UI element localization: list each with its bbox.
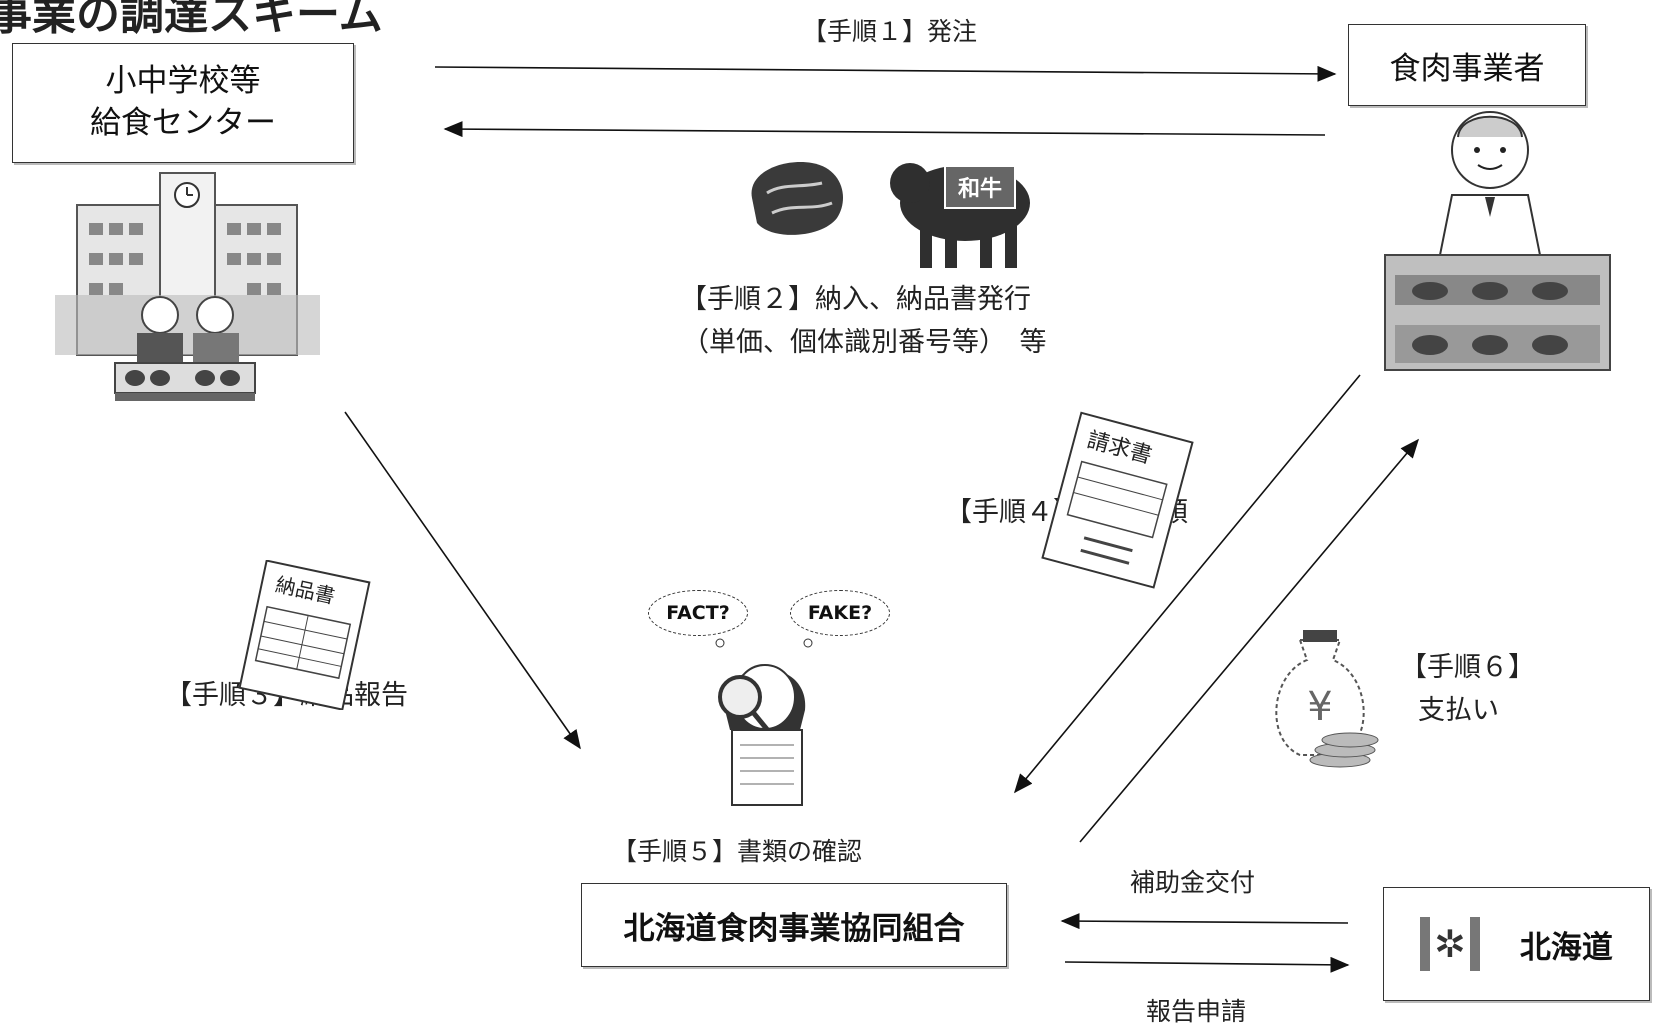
arrow-payment — [1079, 438, 1420, 843]
step2-line2: （単価、個体識別番号等） 等 — [682, 327, 1047, 358]
step1-label: 【手順１】発注 — [802, 17, 978, 46]
school-kitchen-box: 小中学校等 給食センター — [12, 43, 354, 163]
arrow-subsidy — [1060, 913, 1349, 930]
school-line2: 給食センター — [90, 105, 276, 141]
svg-text:¥: ¥ — [1307, 684, 1332, 730]
arrow-report-application — [1064, 956, 1350, 973]
meat-business-label: 食肉事業者 — [1389, 50, 1545, 87]
union-box: 北海道食肉事業協同組合 — [581, 883, 1007, 967]
step6-line2: 支払い — [1418, 695, 1499, 726]
money-bag-icon: ¥ — [1275, 630, 1379, 768]
svg-text:和牛: 和牛 — [958, 176, 1002, 202]
arrow-order — [434, 65, 1337, 82]
inspector-woman-icon — [715, 638, 813, 806]
arrow-transfer-request — [1013, 374, 1361, 794]
invoice-icon: 請求書 — [1041, 411, 1194, 589]
fact-bubble: FACT? — [648, 590, 748, 636]
step6-line1: 【手順６】 — [1400, 652, 1535, 683]
delivery-slip-icon: 納品書 — [238, 560, 371, 710]
diagram-title: 事業の調達スキーム — [0, 0, 383, 40]
union-label: 北海道食肉事業協同組合 — [623, 910, 965, 947]
subsidy-label: 補助金交付 — [1130, 868, 1256, 897]
meat-business-box: 食肉事業者 — [1348, 24, 1586, 106]
hokkaido-box: ✲ 北海道 — [1383, 887, 1650, 1001]
wagyu-cow-icon: 和牛 — [890, 163, 1030, 268]
fake-bubble: FAKE? — [790, 590, 890, 636]
arrow-delivery — [443, 121, 1326, 138]
step5-label: 【手順５】書類の確認 — [612, 837, 863, 866]
hokkaido-emblem: ✲ — [1420, 917, 1480, 971]
school-illustration-icon — [55, 172, 320, 401]
school-line1: 小中学校等 — [105, 63, 261, 100]
hokkaido-label: 北海道 — [1519, 929, 1613, 966]
beef-icon — [751, 162, 844, 235]
report-label: 報告申請 — [1146, 997, 1247, 1026]
butcher-shop-icon — [1384, 111, 1611, 371]
step2-line1: 【手順２】納入、納品書発行 — [680, 284, 1031, 315]
arrow-delivery-report — [344, 411, 581, 750]
